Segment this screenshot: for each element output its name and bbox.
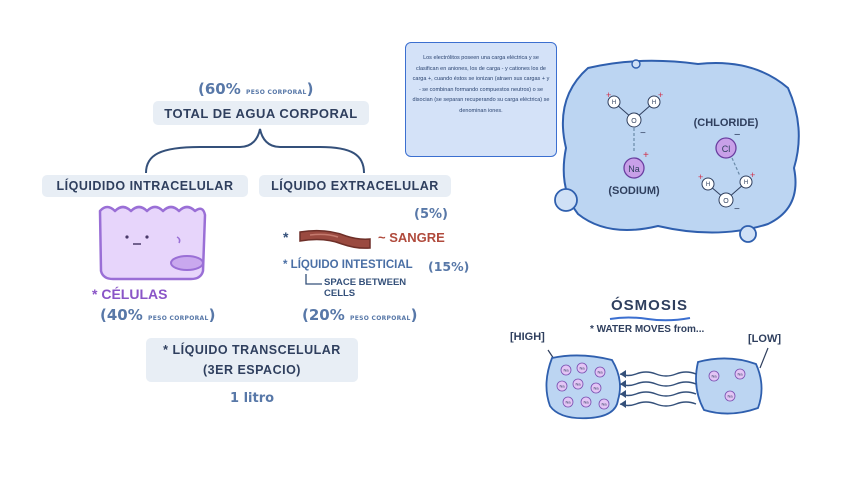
intracellular-title: LÍQUIDIDO INTRACELULAR: [42, 175, 248, 197]
cells-label: * CÉLULAS: [92, 286, 168, 302]
transcellular-line2: (3ER ESPACIO): [203, 363, 301, 377]
high-ion-5: Na: [575, 382, 581, 387]
osmosis-high-label: [HIGH]: [510, 331, 545, 343]
space-between-line1: SPACE BETWEEN: [324, 277, 407, 288]
low-ion-2: Na: [737, 372, 743, 377]
transcellular-line1: * LÍQUIDO TRANSCELULAR: [163, 343, 341, 357]
blood-percent: (5%): [414, 207, 448, 222]
space-between-arrow: [305, 274, 322, 285]
total-percent: (60% PESO CORPORAL): [198, 80, 314, 98]
svg-text:+: +: [698, 172, 703, 182]
osmosis-low-label: [LOW]: [748, 333, 781, 345]
high-ion-7: Na: [565, 400, 571, 405]
svg-text:−: −: [734, 129, 740, 141]
svg-text:−: −: [640, 128, 646, 139]
total-water-title: TOTAL DE AGUA CORPORAL: [153, 101, 369, 125]
electrolytes-note: Los electrólitos poseen una carga eléctr…: [405, 42, 557, 157]
high-ion-6: Na: [593, 386, 599, 391]
water1-h-right: H: [652, 100, 656, 106]
high-ion-2: Na: [579, 366, 585, 371]
svg-text:+: +: [658, 90, 663, 100]
extracellular-percent: (20% PESO CORPORAL): [302, 306, 418, 324]
total-percent-value: 60%: [204, 80, 241, 98]
low-ion-1: Na: [711, 374, 717, 379]
intracellular-percent-value: 40%: [106, 306, 143, 324]
osmosis-illustration: Na Na Na Na Na Na Na Na Na Na Na Na: [545, 347, 769, 420]
chloride-symbol: Cl: [722, 144, 731, 154]
low-ion-3: Na: [727, 394, 733, 399]
space-between-line2: CELLS: [324, 288, 356, 299]
svg-text:+: +: [750, 170, 755, 180]
svg-text:+: +: [606, 90, 611, 100]
sodium-symbol: Na: [628, 164, 640, 174]
high-ion-8: Na: [583, 400, 589, 405]
high-ion-9: Na: [601, 402, 607, 407]
ions-water-illustration: H H O + + − Na + (SODIUM) (CHLORIDE) Cl …: [554, 59, 800, 243]
svg-text:−: −: [734, 204, 740, 215]
water2-h-right: H: [744, 180, 748, 186]
blood-label: ~ SANGRE: [378, 230, 445, 245]
interstitial-percent: (15%): [428, 259, 470, 274]
interstitial-label: * LÍQUIDO INTESTICIAL: [283, 259, 413, 271]
sodium-name: (SODIUM): [608, 185, 660, 197]
transcellular-volume: 1 litro: [230, 391, 275, 406]
osmosis-title: ÓSMOSIS: [611, 297, 689, 314]
osmosis-title-underline: [609, 316, 691, 322]
blood-asterisk: *: [283, 229, 289, 245]
chloride-name: (CHLORIDE): [694, 117, 759, 129]
intracellular-percent-note: PESO CORPORAL: [148, 315, 209, 322]
svg-text:+: +: [643, 150, 649, 161]
water2-o: O: [723, 198, 729, 205]
blood-vessel-illustration: [299, 229, 371, 249]
high-ion-1: Na: [563, 368, 569, 373]
transcellular-title: * LÍQUIDO TRANSCELULAR (3ER ESPACIO): [146, 338, 358, 382]
high-ion-4: Na: [559, 384, 565, 389]
extracellular-percent-note: PESO CORPORAL: [350, 315, 411, 322]
water1-o: O: [631, 118, 637, 125]
total-percent-note: PESO CORPORAL: [246, 89, 307, 96]
space-between-cells-label: SPACE BETWEEN CELLS: [324, 277, 406, 299]
cell-illustration: [98, 205, 207, 281]
intracellular-percent: (40% PESO CORPORAL): [100, 306, 216, 324]
osmosis-subtitle: * WATER MOVES from...: [590, 324, 705, 335]
extracellular-title: LÍQUIDO EXTRACELULAR: [259, 175, 451, 197]
extracellular-percent-value: 20%: [308, 306, 345, 324]
hierarchy-brace: [145, 128, 365, 174]
water1-h-left: H: [612, 100, 616, 106]
high-ion-3: Na: [597, 370, 603, 375]
water2-h-left: H: [706, 182, 710, 188]
